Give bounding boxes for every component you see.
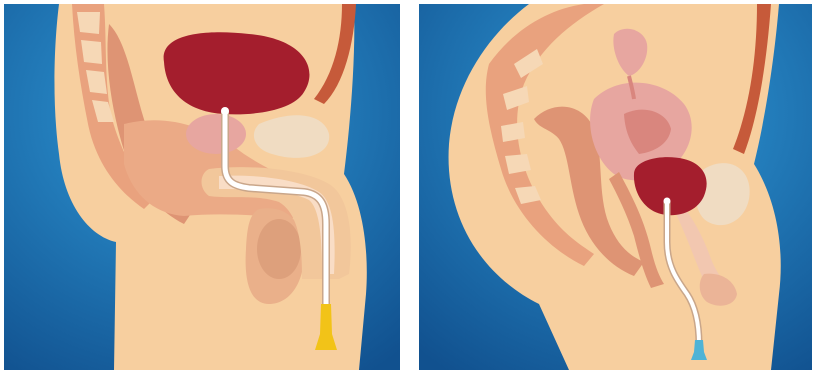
bladder <box>164 32 310 114</box>
catheter-tip <box>664 198 671 205</box>
spine-segment <box>77 12 100 34</box>
spine-segment <box>81 40 102 64</box>
male-pelvis-panel <box>4 4 400 370</box>
female-pelvis-illustration <box>419 4 812 370</box>
female-pelvis-panel <box>419 4 812 370</box>
catheter-tip <box>221 107 229 115</box>
male-pelvis-illustration <box>4 4 400 370</box>
prostate <box>186 114 246 154</box>
testis <box>257 219 301 279</box>
